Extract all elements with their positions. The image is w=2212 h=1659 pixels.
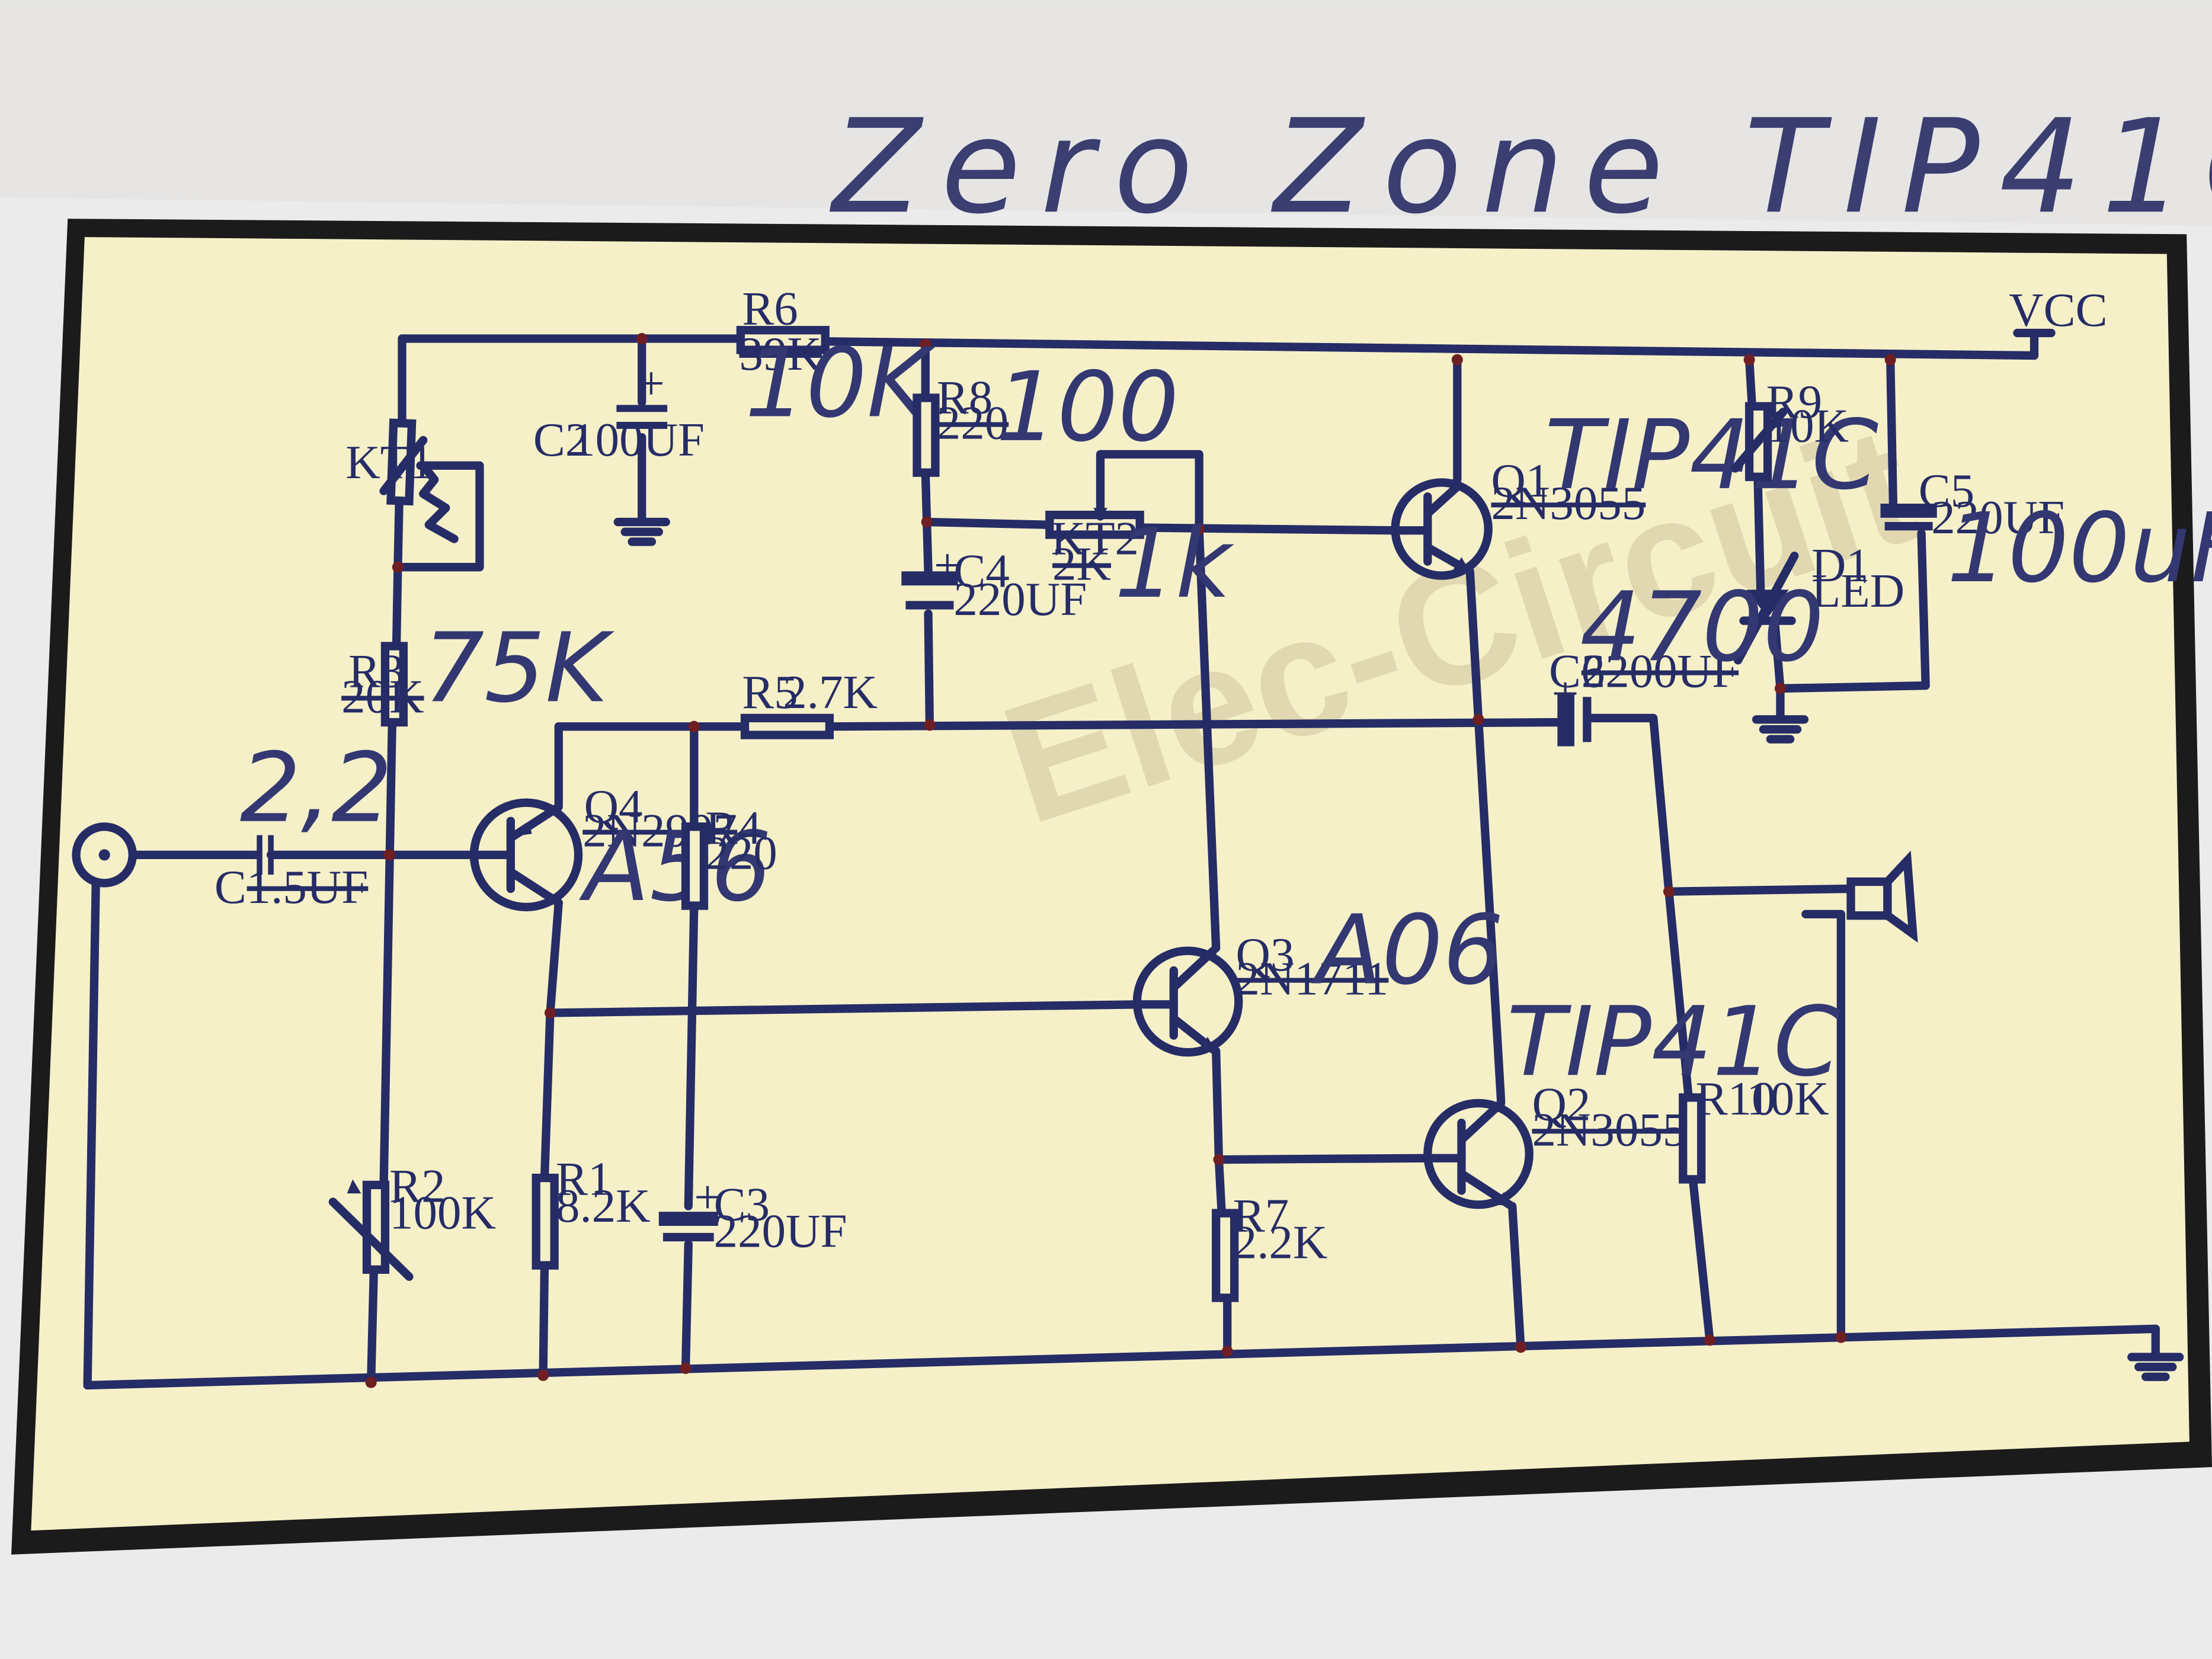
svg-text:1.5UF: 1.5UF xyxy=(247,860,369,914)
svg-text:LED: LED xyxy=(1811,564,1904,617)
svg-text:C3: C3 xyxy=(714,1177,770,1231)
capacitor-c1: C1 1.5UF 2,2 xyxy=(215,733,392,914)
resistor-r4: R4 220 xyxy=(681,801,777,910)
svg-text:2200UF: 2200UF xyxy=(1582,645,1739,698)
svg-text:+: + xyxy=(638,357,665,410)
svg-text:Q2: Q2 xyxy=(1532,1077,1590,1130)
thermistor-kt1: KT1 xyxy=(345,418,459,543)
capacitor-c3: + C3 220UF xyxy=(658,1171,847,1258)
svg-text:KT2: KT2 xyxy=(1051,512,1139,565)
svg-text:R2: R2 xyxy=(389,1160,445,1213)
svg-text:100UF: 100UF xyxy=(571,413,705,466)
speaker xyxy=(1846,850,1918,943)
svg-text:Q3: Q3 xyxy=(1236,928,1295,981)
svg-text:4700: 4700 xyxy=(1580,572,1824,683)
svg-text:A56: A56 xyxy=(579,812,772,923)
svg-text:+: + xyxy=(1552,667,1579,720)
svg-text:TIP41C: TIP41C xyxy=(1545,400,1878,511)
ground-symbol-led xyxy=(1752,715,1809,744)
resistor-r5: R5 2.7K xyxy=(740,665,878,739)
svg-text:1k: 1k xyxy=(1115,508,1235,620)
svg-text:C6: C6 xyxy=(1549,645,1605,698)
resistor-r3: R3 20K 75K xyxy=(341,613,614,727)
svg-text:75K: 75K xyxy=(423,613,614,724)
capacitor-c2: + C2 100UF xyxy=(533,357,705,466)
svg-text:R7: R7 xyxy=(1233,1189,1289,1242)
resistor-r1: R1 8.2K xyxy=(532,1152,651,1270)
transistor-q1: Q1 2N3055 TIP41C xyxy=(1391,400,1878,580)
capacitor-c4: + C4 220UF xyxy=(901,539,1087,626)
svg-text:A06: A06 xyxy=(1311,895,1504,1007)
potentiometer-kt2: KT2 2K 1k xyxy=(1045,506,1235,620)
svg-text:39K: 39K xyxy=(740,327,822,380)
svg-text:R6: R6 xyxy=(742,282,798,335)
capacitor-c5: C5 220UF 100uF xyxy=(1880,464,2212,604)
svg-text:R8: R8 xyxy=(937,371,993,424)
printout-paper xyxy=(31,237,2189,1531)
svg-text:10K: 10K xyxy=(745,328,936,439)
svg-text:+: + xyxy=(934,539,961,592)
svg-text:2.7K: 2.7K xyxy=(783,665,878,719)
svg-text:2.2K: 2.2K xyxy=(1233,1216,1328,1269)
svg-text:100uF: 100uF xyxy=(1947,493,2212,604)
resistor-r7: R7 2.2K xyxy=(1212,1189,1328,1302)
svg-text:R3: R3 xyxy=(348,645,404,698)
svg-text:100: 100 xyxy=(996,352,1179,463)
svg-text:2N1711: 2N1711 xyxy=(1236,952,1389,1005)
svg-text:220UF: 220UF xyxy=(714,1205,847,1258)
svg-text:R10: R10 xyxy=(1696,1072,1776,1125)
svg-text:2,2: 2,2 xyxy=(240,733,392,844)
svg-text:2N3055: 2N3055 xyxy=(1532,1103,1686,1156)
resistor-r8: R8 220 100 xyxy=(913,352,1179,477)
svg-text:Q1: Q1 xyxy=(1491,454,1550,507)
svg-text:C4: C4 xyxy=(953,545,1009,598)
transistor-q4: Q4 2N2907 A56 xyxy=(469,780,772,923)
svg-text:2N3055: 2N3055 xyxy=(1491,476,1646,530)
svg-text:Q4: Q4 xyxy=(584,780,643,833)
svg-text:R4: R4 xyxy=(705,801,761,854)
svg-text:R5: R5 xyxy=(742,665,798,719)
resistor-r2-variable: R2 100K xyxy=(328,1160,496,1281)
svg-text:220UF: 220UF xyxy=(1931,491,2064,544)
svg-text:+: + xyxy=(694,1171,721,1224)
transistor-q2: Q2 2N3055 TIP41C xyxy=(1423,987,1840,1209)
svg-text:R9: R9 xyxy=(1766,375,1822,428)
wires xyxy=(83,328,2160,1390)
paper-top-area xyxy=(0,0,2212,226)
capacitor-c6: + C6 2200UF 4700 xyxy=(1549,572,1824,747)
resistor-r10: R10 10K xyxy=(1679,1072,1829,1184)
svg-text:220: 220 xyxy=(705,827,777,880)
led-d1: D1 LED xyxy=(1733,539,1904,665)
svg-text:2N2907: 2N2907 xyxy=(582,804,737,857)
svg-text:C2: C2 xyxy=(533,413,589,466)
junction-dots xyxy=(365,332,1896,1388)
svg-text:D1: D1 xyxy=(1811,539,1870,592)
svg-text:100K: 100K xyxy=(389,1186,496,1240)
ground-symbol-main xyxy=(2127,1353,2184,1381)
resistor-r9: R9 10K xyxy=(1731,375,1849,481)
ground-symbol-c2 xyxy=(613,517,670,546)
svg-text:TIP41C: TIP41C xyxy=(1507,987,1840,1098)
svg-text:C1: C1 xyxy=(215,860,270,914)
svg-text:10K: 10K xyxy=(1746,1072,1829,1125)
handwritten-title: Zero Zone TIP41C JLH xyxy=(830,91,2212,242)
input-jack xyxy=(72,822,137,888)
svg-text:220UF: 220UF xyxy=(953,572,1087,626)
transistor-q3: Q3 2N1711 A06 xyxy=(1132,895,1504,1057)
svg-text:R1: R1 xyxy=(556,1152,612,1206)
svg-text:C5: C5 xyxy=(1919,464,1974,517)
svg-text:20K: 20K xyxy=(341,670,424,723)
svg-text:2K: 2K xyxy=(1052,537,1111,591)
resistor-r6: R6 39K 10K xyxy=(736,282,936,439)
vcc-label: VCC xyxy=(2009,283,2107,337)
svg-text:10K: 10K xyxy=(1766,399,1849,452)
svg-text:8.2K: 8.2K xyxy=(556,1179,651,1232)
svg-text:KT1: KT1 xyxy=(345,435,433,489)
svg-text:220: 220 xyxy=(937,396,1009,450)
